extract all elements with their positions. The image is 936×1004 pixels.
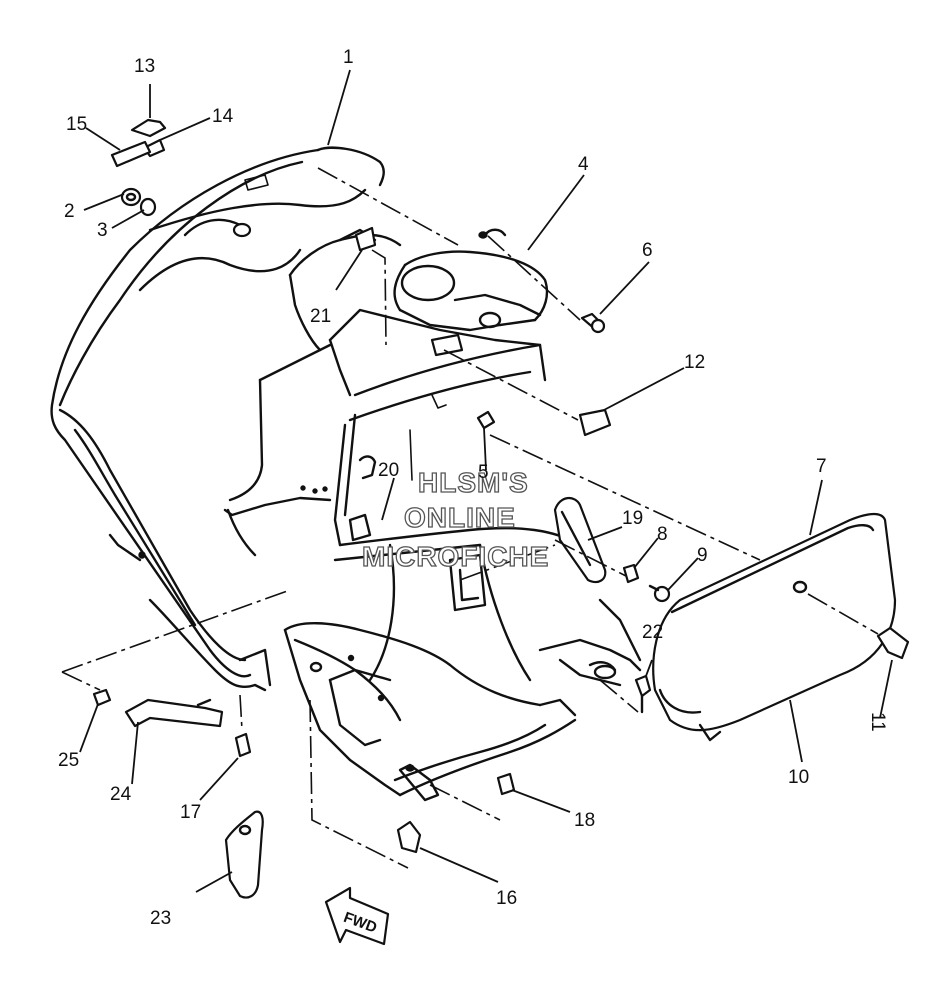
callout-16: 16 (496, 888, 517, 909)
nut-16 (396, 820, 422, 854)
pin-25 (92, 688, 112, 707)
tag-21 (354, 226, 377, 252)
bracket-24 (124, 698, 224, 728)
label-15 (110, 140, 152, 168)
callout-7: 7 (816, 456, 827, 477)
watermark-line-1: HLSM'S (418, 467, 529, 498)
clip-8 (622, 563, 640, 584)
callout-5: 5 (478, 462, 489, 483)
callout-14: 14 (212, 106, 234, 127)
nut-5 (476, 410, 496, 430)
leader-lines (79, 69, 893, 893)
callout-24: 24 (110, 784, 132, 805)
nut-2 (120, 187, 142, 207)
grommet-11 (876, 626, 910, 660)
lid-19 (553, 497, 607, 584)
part-20-shape (348, 455, 377, 542)
fwd-arrow: FWD (324, 886, 390, 946)
washer-3 (139, 197, 157, 217)
callout-1: 1 (343, 47, 354, 68)
leg-shield-body (50, 146, 642, 802)
callout-17: 17 (180, 802, 201, 823)
watermark-line-2: ONLINE (404, 502, 516, 533)
callout-23: 23 (150, 908, 171, 929)
callout-22: 22 (642, 622, 663, 643)
plate-23 (224, 810, 264, 899)
callout-15: 15 (66, 114, 87, 135)
callout-9: 9 (697, 545, 708, 566)
clip-12 (578, 408, 612, 437)
callout-4: 4 (578, 154, 589, 175)
bolt-18 (496, 772, 516, 796)
callout-13: 13 (134, 56, 155, 77)
callout-11: 11 (867, 712, 888, 732)
callout-20: 20 (378, 460, 399, 481)
watermark-line-3: MICROFICHE (362, 541, 549, 572)
screw-17 (234, 732, 252, 758)
callout-12: 12 (684, 352, 705, 373)
callout-6: 6 (642, 240, 653, 261)
clip-13 (130, 118, 167, 138)
callout-10: 10 (788, 767, 809, 788)
callout-18: 18 (574, 810, 595, 831)
inner-panel-7-10 (652, 512, 897, 742)
bolt-22 (634, 674, 652, 698)
small-parts (92, 118, 910, 899)
callouts: 1 2 3 4 5 6 7 8 9 10 11 12 13 14 15 16 1… (58, 47, 888, 929)
callout-3: 3 (97, 220, 108, 241)
callout-19: 19 (622, 508, 643, 529)
assembly-lines (61, 167, 879, 869)
watermark: HLSM'S ONLINE MICROFICHE (361, 466, 549, 572)
callout-21: 21 (310, 306, 331, 327)
callout-25: 25 (58, 750, 79, 771)
callout-8: 8 (657, 524, 668, 545)
callout-2: 2 (64, 201, 75, 222)
